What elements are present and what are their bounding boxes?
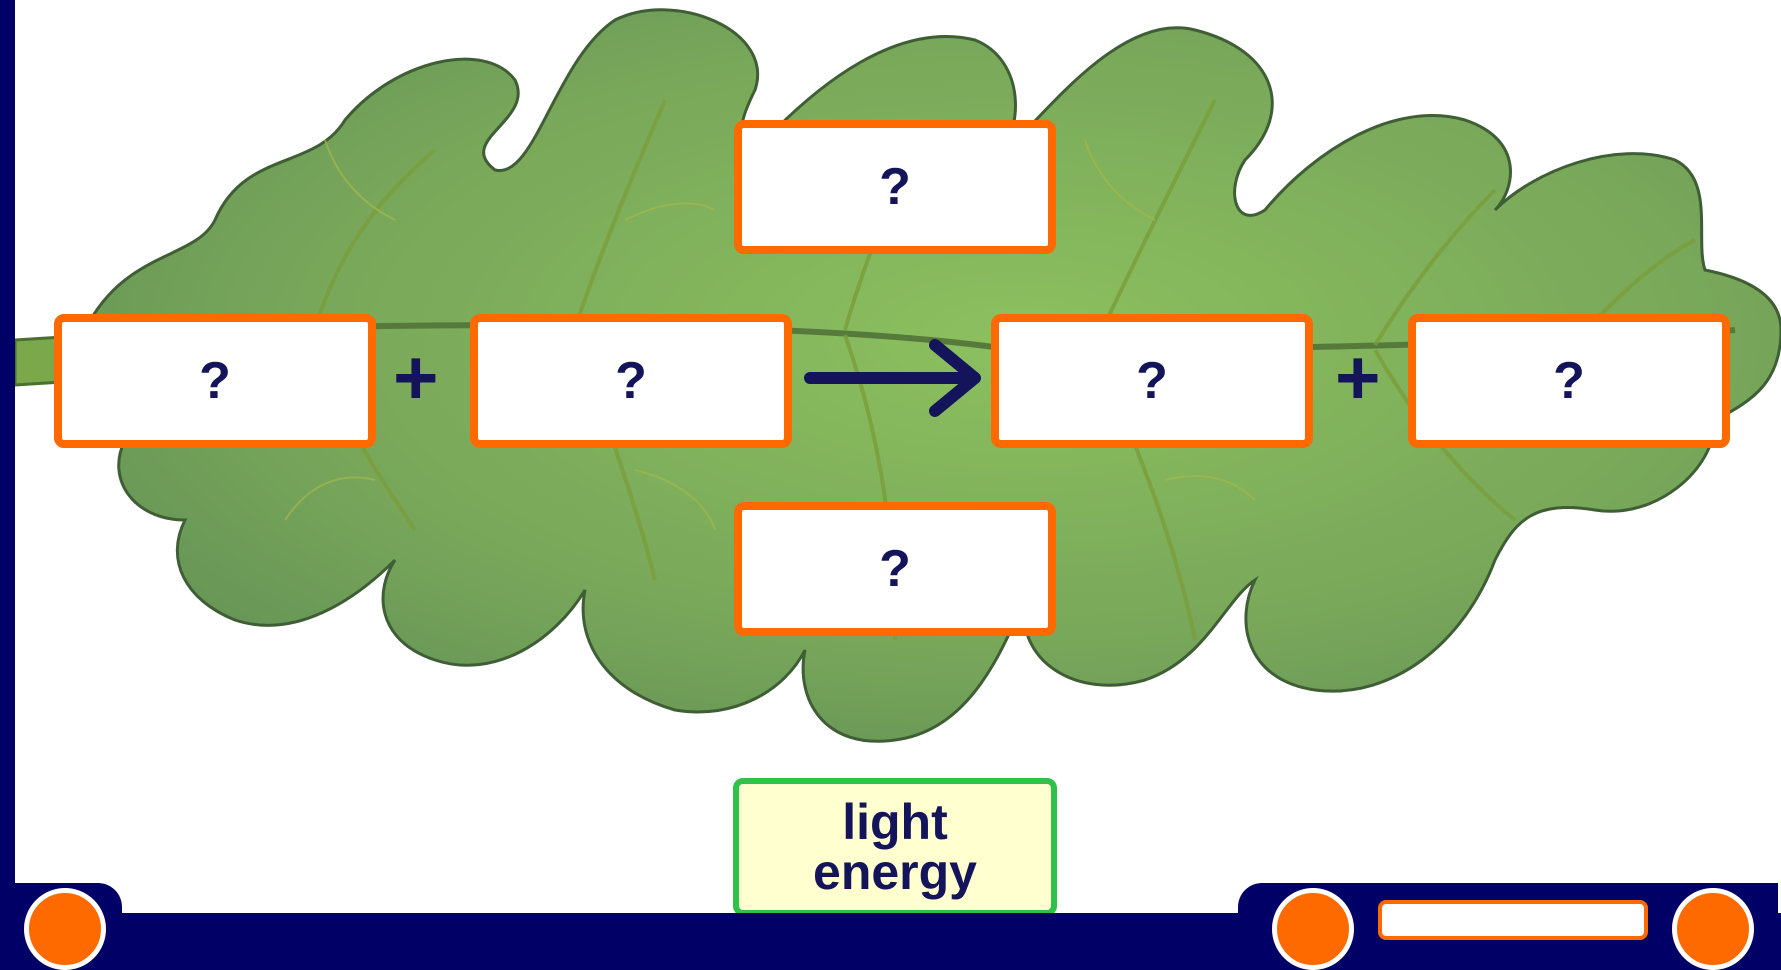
right-arrow-icon	[804, 339, 981, 417]
light-energy-card[interactable]: light energy	[733, 778, 1057, 913]
plus-sign-1: +	[393, 333, 439, 421]
product-2-slot[interactable]: ?	[1408, 314, 1730, 448]
reset-button[interactable]	[1272, 888, 1354, 970]
condition-above-slot[interactable]: ?	[734, 120, 1056, 254]
score-box	[1378, 900, 1648, 940]
condition-below-slot[interactable]: ?	[734, 502, 1056, 636]
product-1-slot[interactable]: ?	[991, 314, 1313, 448]
plus-sign-2: +	[1335, 333, 1381, 421]
reactant-1-slot[interactable]: ?	[54, 314, 376, 448]
check-button[interactable]	[1672, 888, 1754, 970]
reactant-2-slot[interactable]: ?	[470, 314, 792, 448]
back-button[interactable]	[24, 888, 106, 970]
game-stage: ? + ? ? ? ? + ? light energy	[15, 0, 1781, 913]
oak-leaf-illustration	[15, 8, 1781, 743]
